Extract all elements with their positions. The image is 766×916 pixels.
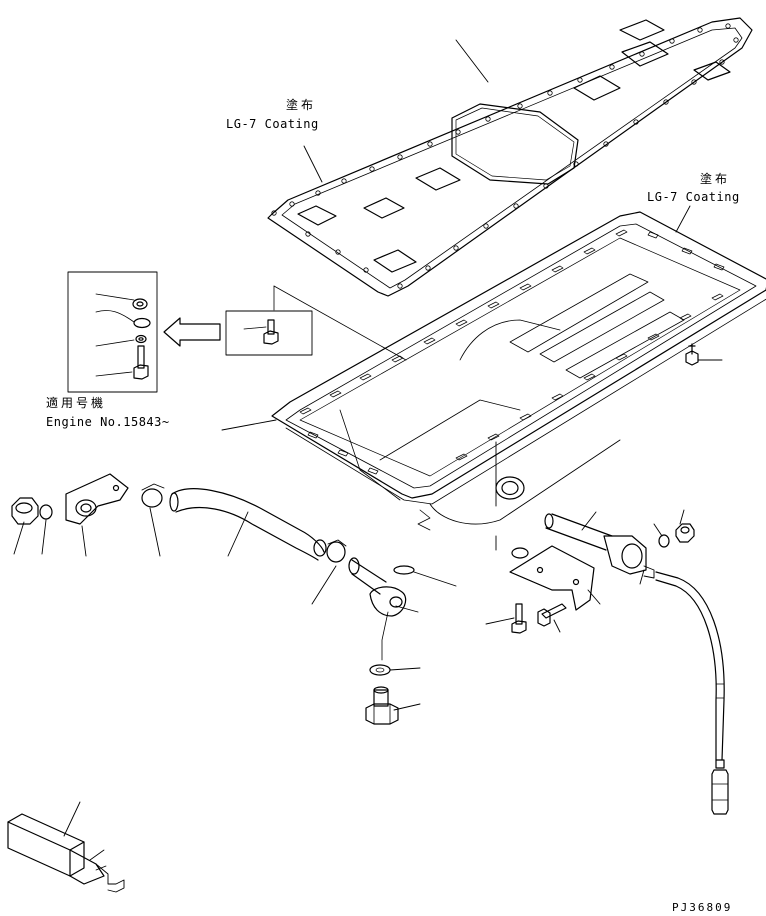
coating-label-top-jp: 塗布: [286, 98, 317, 112]
coating-label-pan: LG-7 Coating: [647, 190, 740, 204]
hex-cap: [11, 497, 39, 525]
drawing-id: PJ36809: [672, 901, 733, 914]
gasket-slot: [297, 19, 731, 273]
guide-tube: [544, 513, 655, 579]
washer: [393, 565, 415, 575]
tube-bracket: [509, 545, 595, 611]
inset-box: [67, 271, 158, 393]
bolt-callout-box: [225, 285, 407, 361]
hose-bracket: [65, 473, 129, 525]
elbow-pipe: [348, 557, 407, 617]
applicable-engine-number: Engine No.15843~: [46, 415, 170, 429]
right-fittings: [509, 513, 729, 815]
coating-label-pan-jp: 塗布: [700, 172, 731, 186]
leader-lines: [13, 39, 723, 837]
washer: [369, 664, 391, 676]
special-tool: [7, 813, 125, 893]
inset-bolt: [133, 345, 149, 380]
oil-pan: [271, 211, 766, 525]
washer: [511, 547, 529, 559]
applicable-serial-jp: 適用号機: [46, 396, 107, 410]
gasket-bolt-hole: [271, 23, 739, 289]
o-ring: [39, 504, 53, 520]
gasket-plate: [267, 17, 753, 297]
drain-plug: [365, 686, 399, 725]
bracket-bolt: [511, 603, 567, 634]
inset-arrow: [163, 317, 221, 347]
coating-label-top: LG-7 Coating: [226, 117, 319, 131]
pan-bolt: [685, 343, 699, 366]
sensor-cable: [655, 571, 729, 815]
pan-flange-hole: [299, 229, 725, 475]
hose-clamp: [141, 483, 165, 508]
hose: [169, 488, 327, 561]
inset-washer: [132, 298, 151, 344]
drain-boss: [495, 476, 525, 500]
elbow-clamp: [326, 539, 347, 563]
sensor-nut: [658, 523, 695, 548]
left-fittings: [11, 473, 415, 725]
